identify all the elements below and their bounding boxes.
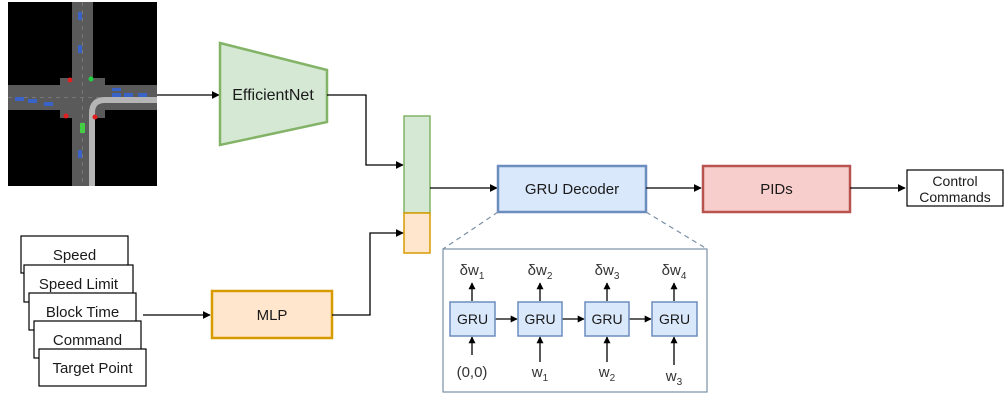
- output-line1: Control: [932, 173, 977, 189]
- gru-cell-2-label: GRU: [524, 311, 555, 327]
- mlp-label: MLP: [257, 307, 288, 324]
- gru-cell-4-input: w3: [665, 368, 683, 388]
- zoom-line-left: [442, 211, 499, 250]
- gru-cell-2: GRU δw2 w1: [517, 262, 563, 384]
- gru-cell-2-output: δw2: [528, 262, 553, 282]
- measurement-inputs: Speed Speed Limit Block Time Command Tar…: [20, 235, 147, 387]
- control-commands-box: Control Commands: [906, 169, 1004, 207]
- decoder-label: GRU Decoder: [525, 181, 619, 198]
- gru-decoder-block: GRU Decoder: [496, 164, 648, 214]
- pids-block: PIDs: [701, 164, 852, 214]
- gru-cell-3: GRU δw3 w2: [584, 262, 630, 384]
- encoder-label: EfficientNet: [232, 87, 314, 104]
- output-line2: Commands: [919, 189, 991, 205]
- input-block-time-label: Block Time: [46, 304, 119, 321]
- gru-cell-4-label: GRU: [659, 311, 690, 327]
- bev-input-image: [8, 2, 157, 186]
- gru-cell-4: GRU δw4 w3: [651, 262, 698, 388]
- efficientnet-encoder: EfficientNet: [218, 41, 329, 147]
- mlp-block: MLP: [210, 289, 334, 340]
- pids-label: PIDs: [760, 181, 793, 198]
- input-target-point: Target Point: [38, 348, 147, 387]
- zoom-line-right: [645, 211, 708, 250]
- input-command-label: Command: [53, 332, 122, 349]
- gru-unrolled-panel: GRU δw1 (0,0) GRU δw2 w1 GRU δw3 w2: [442, 248, 708, 393]
- gru-cell-3-label: GRU: [591, 311, 622, 327]
- gru-cell-1-output: δw1: [460, 262, 485, 282]
- input-speed-limit-label: Speed Limit: [39, 276, 119, 293]
- gru-cell-1-label: GRU: [457, 311, 488, 327]
- input-speed-label: Speed: [53, 247, 96, 264]
- input-target-point-label: Target Point: [52, 360, 133, 377]
- gru-cell-3-input: w2: [598, 364, 616, 384]
- gru-cell-1: GRU δw1 (0,0): [449, 262, 496, 381]
- gru-cell-4-output: δw4: [662, 262, 687, 282]
- gru-cell-1-input: (0,0): [457, 364, 488, 381]
- gru-cell-3-output: δw3: [595, 262, 620, 282]
- gru-cell-2-input: w1: [531, 364, 549, 384]
- feature-vector: [403, 115, 431, 254]
